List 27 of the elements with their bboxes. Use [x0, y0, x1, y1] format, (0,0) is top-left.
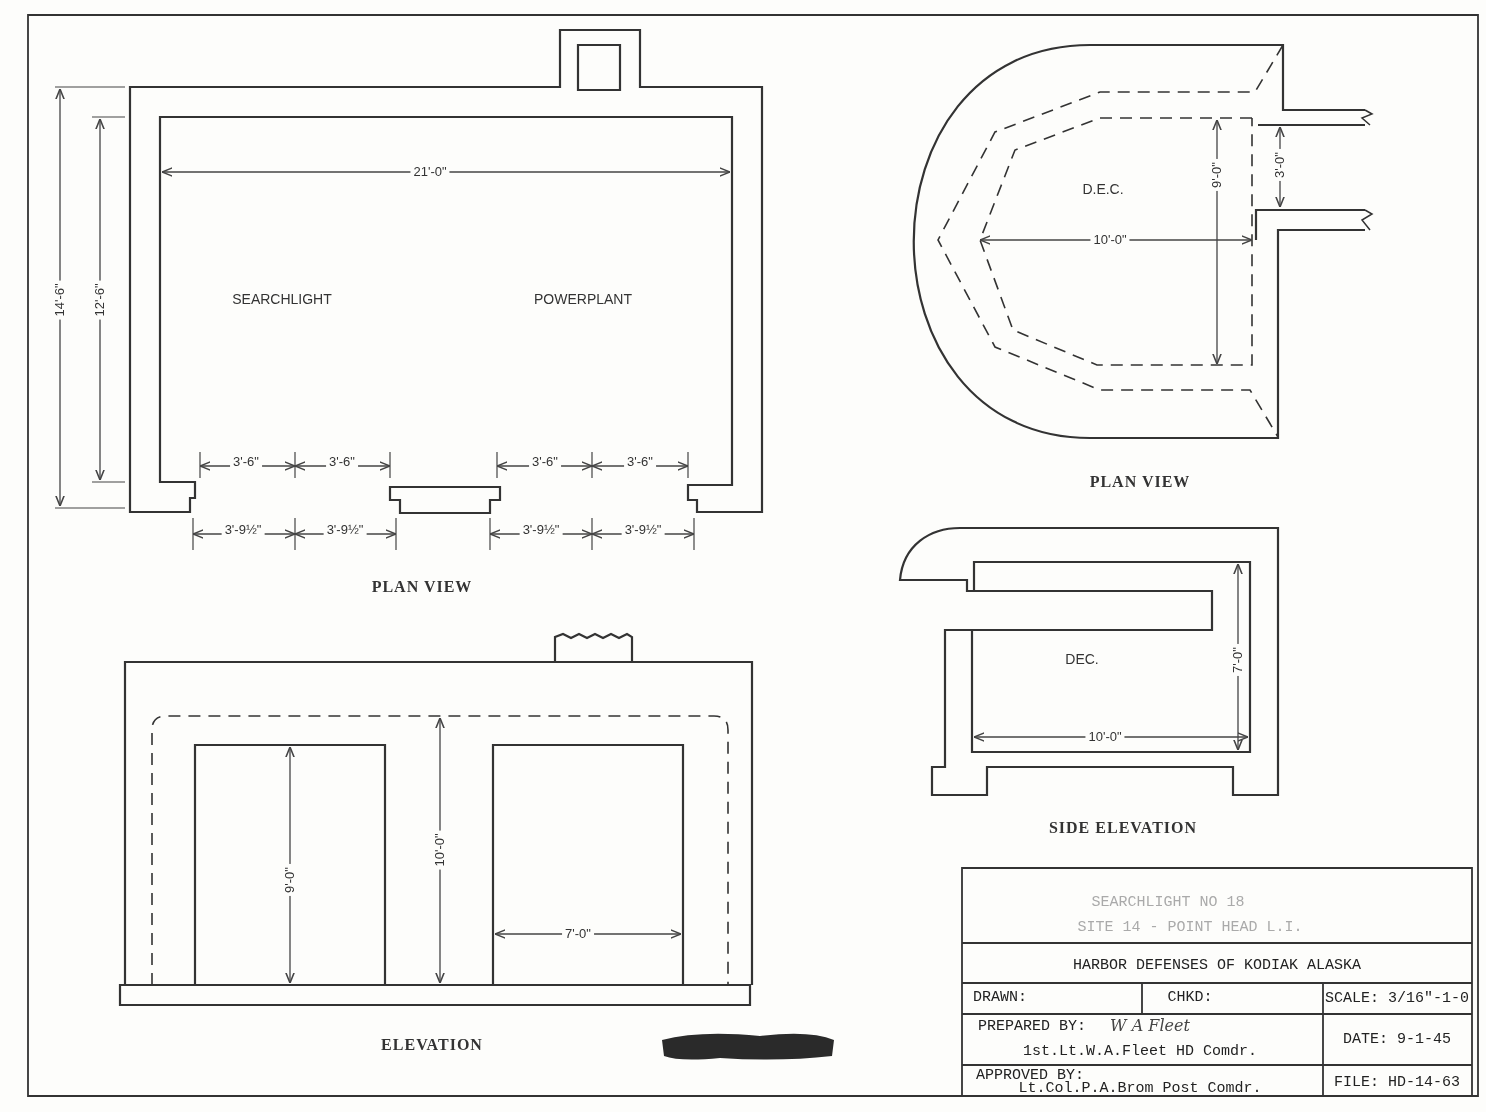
- dimension-label: 3'-9½": [323, 522, 367, 538]
- view-title: ELEVATION: [381, 1036, 483, 1054]
- dimension-label: 3'-9½": [221, 522, 265, 538]
- view-title: SIDE ELEVATION: [1048, 819, 1198, 837]
- dimension-label: 3'-6": [326, 454, 358, 470]
- title-block-text: CHKD:: [1167, 989, 1213, 1007]
- room-label: POWERPLANT: [534, 292, 632, 308]
- title-block-text: SITE 14 - POINT HEAD L.I.: [1077, 919, 1303, 937]
- title-block-text: FILE: HD-14-63: [1334, 1074, 1460, 1092]
- title-block-text: 1st.Lt.W.A.Fleet HD Comdr.: [1023, 1043, 1257, 1061]
- room-label: DEC.: [1065, 652, 1099, 668]
- room-label: D.E.C.: [1082, 182, 1124, 198]
- dimension-label: 3'-9½": [519, 522, 563, 538]
- title-block-text: SEARCHLIGHT NO 18: [1091, 894, 1245, 912]
- title-block-text: SCALE: 3/16"-1-0: [1325, 990, 1469, 1008]
- dimension-label: 3'-6": [529, 454, 561, 470]
- view-title: PLAN VIEW: [371, 578, 473, 596]
- title-block-text: DRAWN:: [973, 989, 1027, 1007]
- dimension-label: 3'-6": [624, 454, 656, 470]
- view-title: PLAN VIEW: [1089, 473, 1191, 491]
- signature-text: W A Fleet: [1110, 1017, 1190, 1035]
- room-label: SEARCHLIGHT: [232, 292, 332, 308]
- dimension-label: 3'-6": [230, 454, 262, 470]
- dimension-label: 3'-9½": [621, 522, 665, 538]
- title-block-text: DATE: 9-1-45: [1343, 1031, 1451, 1049]
- title-block-text: PREPARED BY:: [978, 1018, 1086, 1036]
- title-block-text: HARBOR DEFENSES OF KODIAK ALASKA: [1073, 957, 1361, 975]
